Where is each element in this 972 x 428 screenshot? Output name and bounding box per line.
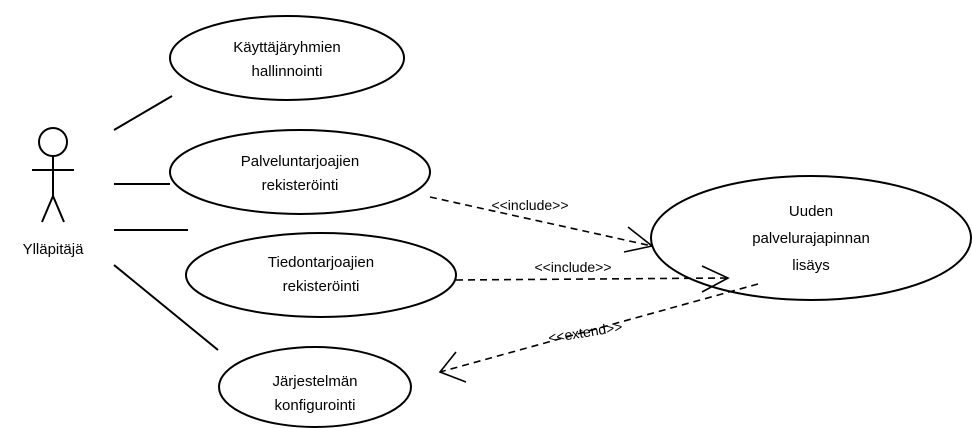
use-case-provider-registration-line1: Palveluntarjoajien (241, 153, 359, 170)
include-relation-info-provider[interactable] (455, 265, 730, 293)
use-case-system-configuration-shape (218, 346, 412, 428)
association-group-management (113, 95, 173, 131)
include-relation-provider-line (429, 196, 653, 247)
include-relation-provider-arrowhead (623, 226, 654, 253)
use-case-group-management[interactable]: Käyttäjäryhmien hallinnointi (169, 15, 405, 101)
use-case-new-service-interface-line2: palvelurajapinnan (752, 230, 870, 247)
actor-right-leg (52, 195, 65, 223)
use-case-info-provider-registration-line2: rekisteröinti (283, 278, 360, 295)
use-case-new-service-interface-line3: lisäys (792, 257, 830, 274)
include-relation-provider[interactable] (429, 196, 654, 253)
use-case-new-service-interface-line1: Uuden (789, 203, 833, 220)
extend-label-configuration: <<extend>> (547, 318, 623, 345)
use-case-info-provider-registration-line1: Tiedontarjoajien (268, 254, 374, 271)
use-case-system-configuration-line2: konfigurointi (275, 397, 356, 414)
actor-head (38, 127, 68, 157)
association-system-configuration (113, 264, 219, 351)
include-relation-info-provider-line (455, 277, 729, 281)
use-case-provider-registration[interactable]: Palveluntarjoajien rekisteröinti (169, 129, 431, 215)
actor-figure[interactable] (32, 127, 74, 223)
use-case-provider-registration-line2: rekisteröinti (262, 177, 339, 194)
actor-label: Ylläpitäjä (23, 241, 85, 258)
include-label-provider: <<include>> (491, 197, 568, 213)
use-case-group-management-line1: Käyttäjäryhmien (233, 39, 341, 56)
extend-relation-configuration-arrowhead (438, 351, 467, 383)
use-case-new-service-interface[interactable]: Uuden palvelurajapinnan lisäys (650, 175, 972, 301)
extend-relation-configuration[interactable] (438, 283, 759, 383)
include-relation-info-provider-arrowhead (701, 265, 730, 293)
include-label-info-provider: <<include>> (534, 259, 611, 275)
use-case-group-management-shape (169, 15, 405, 101)
use-case-system-configuration[interactable]: Järjestelmän konfigurointi (218, 346, 412, 428)
actor-left-leg (41, 195, 54, 223)
use-case-provider-registration-shape (169, 129, 431, 215)
use-case-info-provider-registration-shape (185, 232, 457, 318)
use-case-info-provider-registration[interactable]: Tiedontarjoajien rekisteröinti (185, 232, 457, 318)
extend-relation-configuration-line (439, 283, 759, 373)
use-case-system-configuration-line1: Järjestelmän (272, 373, 357, 390)
use-case-group-management-line2: hallinnointi (252, 63, 323, 80)
use-case-new-service-interface-shape (650, 175, 972, 301)
